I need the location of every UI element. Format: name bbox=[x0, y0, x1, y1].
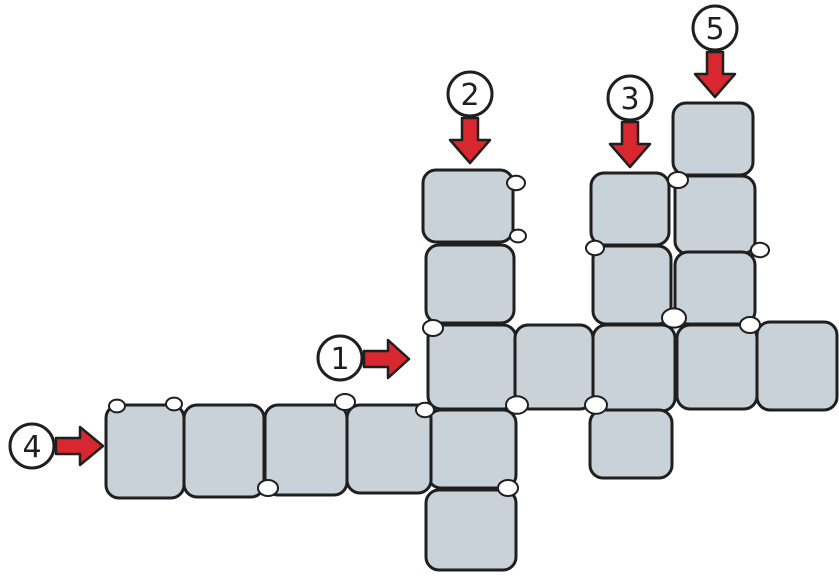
pebble-decoration bbox=[750, 241, 770, 259]
clue-badge-4 bbox=[8, 422, 56, 470]
pebble-decoration bbox=[585, 239, 605, 257]
crossword-grid bbox=[104, 101, 839, 572]
grid-cell[interactable] bbox=[591, 323, 677, 413]
clue-markers: 1 2 3 4 5 bbox=[8, 4, 739, 470]
arrow-right-icon bbox=[362, 338, 411, 380]
pebble-decoration bbox=[509, 228, 527, 244]
grid-cell[interactable] bbox=[104, 403, 186, 500]
clue-badge-3 bbox=[606, 74, 654, 122]
clue-marker-1: 1 bbox=[316, 334, 411, 382]
clue-number-2: 2 bbox=[460, 78, 479, 113]
clue-badge-1 bbox=[316, 334, 364, 382]
grid-cell[interactable] bbox=[345, 403, 433, 495]
pebble-decoration bbox=[661, 307, 687, 329]
grid-cell[interactable] bbox=[589, 171, 671, 247]
clue-badge-5 bbox=[691, 4, 739, 52]
grid-cell[interactable] bbox=[671, 101, 755, 177]
grid-cell[interactable] bbox=[591, 244, 673, 326]
clue-marker-5: 5 bbox=[691, 4, 739, 99]
grid-cell[interactable] bbox=[673, 174, 757, 256]
grid-cell[interactable] bbox=[588, 408, 674, 480]
clue-number-5: 5 bbox=[705, 12, 724, 47]
grid-cell[interactable] bbox=[426, 408, 518, 490]
clue-marker-3: 3 bbox=[606, 74, 654, 169]
pebble-decoration bbox=[584, 395, 608, 415]
clue-marker-4: 4 bbox=[8, 422, 105, 470]
grid-cell[interactable] bbox=[426, 323, 518, 411]
grid-cell[interactable] bbox=[182, 403, 266, 499]
grid-cell[interactable] bbox=[424, 243, 516, 325]
grid-cell[interactable] bbox=[421, 168, 515, 244]
pebble-decoration bbox=[257, 479, 279, 497]
grid-cell[interactable] bbox=[513, 323, 595, 411]
decoration-blobs bbox=[108, 171, 770, 497]
grid-cell[interactable] bbox=[263, 403, 349, 497]
pebble-decoration bbox=[415, 401, 435, 419]
arrow-down-icon bbox=[693, 50, 737, 99]
pebble-decoration bbox=[505, 395, 529, 415]
pebble-decoration bbox=[739, 316, 761, 334]
arrow-right-icon bbox=[54, 425, 105, 467]
clue-marker-2: 2 bbox=[446, 70, 494, 165]
arrow-down-icon bbox=[448, 116, 492, 165]
clue-number-1: 1 bbox=[330, 342, 349, 377]
pebble-decoration bbox=[165, 396, 183, 412]
grid-cell[interactable] bbox=[755, 320, 839, 412]
arrow-down-icon bbox=[608, 120, 652, 169]
grid-cell[interactable] bbox=[673, 250, 757, 326]
clue-number-4: 4 bbox=[22, 430, 41, 465]
pebble-decoration bbox=[506, 174, 526, 192]
pebble-decoration bbox=[422, 319, 444, 337]
grid-cell[interactable] bbox=[675, 323, 759, 411]
pebble-decoration bbox=[334, 393, 356, 411]
grid-cell[interactable] bbox=[424, 488, 518, 572]
clue-number-3: 3 bbox=[620, 82, 639, 117]
pebble-decoration bbox=[108, 398, 126, 414]
pebble-decoration bbox=[497, 479, 519, 497]
clue-badge-2 bbox=[446, 70, 494, 118]
pebble-decoration bbox=[667, 171, 689, 189]
